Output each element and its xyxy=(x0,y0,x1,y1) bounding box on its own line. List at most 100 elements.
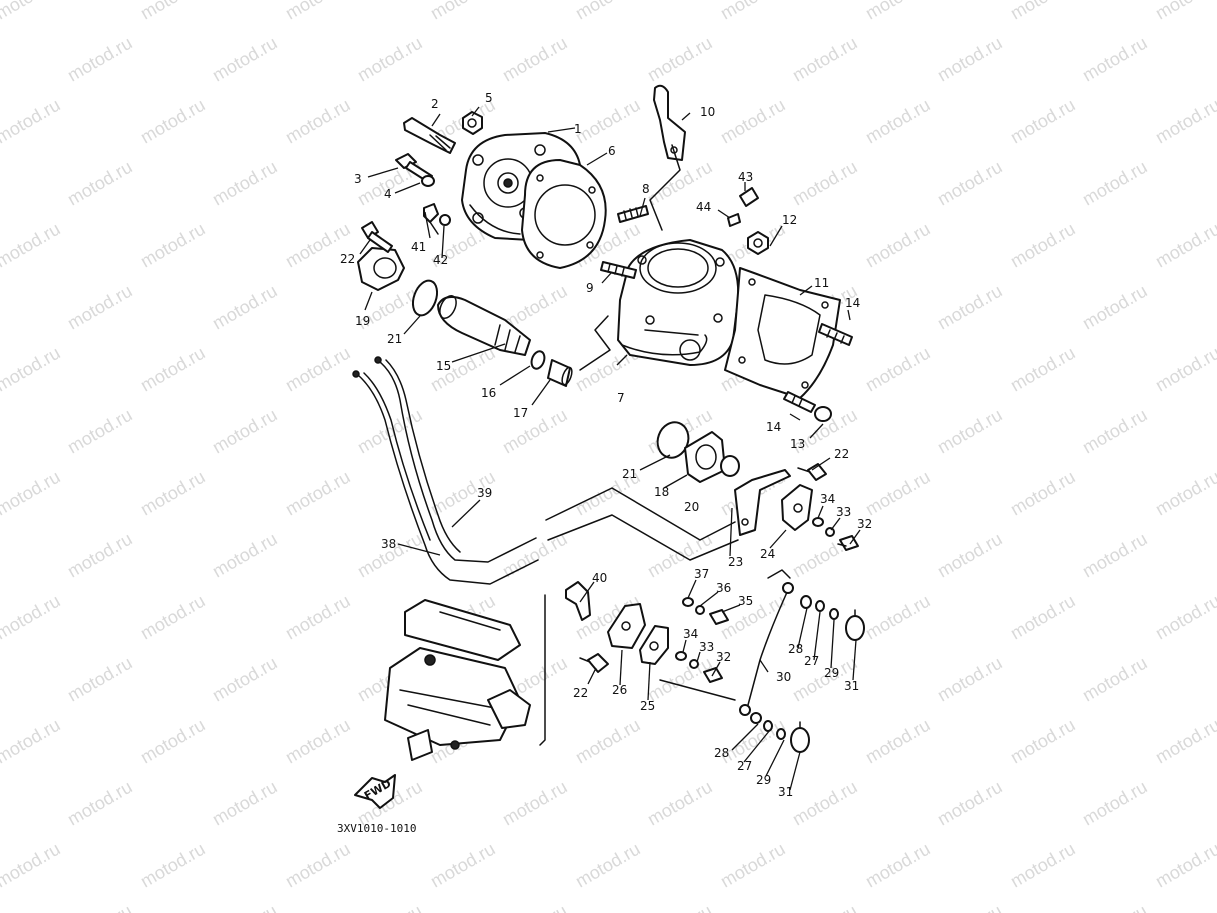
watermark-text: motod.ru xyxy=(789,157,861,210)
washer-4 xyxy=(421,175,435,187)
watermark-text: motod.ru xyxy=(862,591,934,644)
callout-29a: 29 xyxy=(824,666,839,680)
callout-12: 12 xyxy=(782,213,797,227)
bracket-10 xyxy=(653,84,686,161)
watermark-text: motod.ru xyxy=(209,281,281,334)
callout-31b: 31 xyxy=(778,785,793,799)
callout-33b: 33 xyxy=(699,640,714,654)
washer-28-upper xyxy=(800,595,812,609)
watermark-text: motod.ru xyxy=(1079,653,1151,706)
callout-21a: 21 xyxy=(387,332,402,346)
callout-25: 25 xyxy=(640,699,655,713)
watermark-text: motod.ru xyxy=(64,405,136,458)
carburetor xyxy=(384,599,531,761)
watermark-text: motod.ru xyxy=(572,0,644,23)
watermark-text: motod.ru xyxy=(427,839,499,892)
washer-42 xyxy=(439,214,451,226)
watermark-text: motod.ru xyxy=(1079,777,1151,830)
watermark-text: motod.ru xyxy=(137,0,209,23)
washer-37 xyxy=(682,597,694,607)
watermark-text: motod.ru xyxy=(1152,591,1217,644)
watermark-text: motod.ru xyxy=(137,467,209,520)
manifold-19 xyxy=(357,247,405,291)
callout-8: 8 xyxy=(642,182,650,196)
watermark-text: motod.ru xyxy=(1079,33,1151,86)
gasket-20 xyxy=(720,455,740,477)
washer-33-right xyxy=(825,527,835,537)
watermark-text: motod.ru xyxy=(137,715,209,768)
washer-29-upper xyxy=(829,608,839,620)
stud-14-top xyxy=(818,323,853,346)
watermark-text: motod.ru xyxy=(64,653,136,706)
callout-11: 11 xyxy=(814,276,829,290)
watermark-text: motod.ru xyxy=(862,467,934,520)
watermark-text: motod.ru xyxy=(1007,0,1079,23)
callout-29b: 29 xyxy=(756,773,771,787)
watermark-text: motod.ru xyxy=(499,901,571,913)
washer-27-upper xyxy=(815,600,825,612)
flange-18 xyxy=(684,431,726,483)
watermark-text: motod.ru xyxy=(64,901,136,913)
callout-4: 4 xyxy=(384,187,392,201)
callout-30: 30 xyxy=(776,670,791,684)
rod-30 xyxy=(739,582,794,716)
watermark-text: motod.ru xyxy=(1152,95,1217,148)
callout-7: 7 xyxy=(617,391,625,405)
callout-32b: 32 xyxy=(716,650,731,664)
watermark-text: motod.ru xyxy=(1007,95,1079,148)
callout-27a: 27 xyxy=(804,654,819,668)
watermark-text: motod.ru xyxy=(789,901,861,913)
watermark-text: motod.ru xyxy=(1152,467,1217,520)
watermark-text: motod.ru xyxy=(282,715,354,768)
watermark-text: motod.ru xyxy=(354,901,426,913)
callout-15: 15 xyxy=(436,359,451,373)
watermark-text: motod.ru xyxy=(862,219,934,272)
watermark-text: motod.ru xyxy=(354,33,426,86)
bracket-23 xyxy=(734,469,791,536)
callout-43: 43 xyxy=(738,170,753,184)
watermark-text: motod.ru xyxy=(0,95,64,148)
bolt-35 xyxy=(709,609,729,625)
guide-lines xyxy=(539,144,791,746)
head-gasket xyxy=(521,159,607,269)
cap-43 xyxy=(739,187,759,207)
watermark-text: motod.ru xyxy=(572,839,644,892)
watermark-text: motod.ru xyxy=(0,0,64,23)
watermark-text: motod.ru xyxy=(934,653,1006,706)
watermark-text: motod.ru xyxy=(862,715,934,768)
plug-12 xyxy=(747,231,769,255)
stud-9 xyxy=(600,261,637,279)
callout-44: 44 xyxy=(696,200,711,214)
callout-23: 23 xyxy=(728,555,743,569)
cylinder xyxy=(617,239,740,366)
callout-38: 38 xyxy=(381,537,396,551)
ring-16 xyxy=(530,350,546,370)
washer-29-lower xyxy=(776,728,786,740)
watermark-text: motod.ru xyxy=(572,715,644,768)
callout-39: 39 xyxy=(477,486,492,500)
watermark-text: motod.ru xyxy=(64,281,136,334)
ball-joint-31-lower xyxy=(790,721,810,753)
watermark-text: motod.ru xyxy=(1152,839,1217,892)
callout-22a: 22 xyxy=(340,252,355,266)
watermark-text: motod.ru xyxy=(137,219,209,272)
watermark-text: motod.ru xyxy=(209,529,281,582)
watermark-text: motod.ru xyxy=(64,777,136,830)
watermark-text: motod.ru xyxy=(1079,281,1151,334)
washer-34-lower xyxy=(675,651,687,661)
callout-2: 2 xyxy=(431,97,439,111)
callout-14b: 14 xyxy=(766,420,781,434)
callout-33a: 33 xyxy=(836,505,851,519)
watermark-text: motod.ru xyxy=(282,467,354,520)
callout-22b: 22 xyxy=(834,447,849,461)
watermark-text: motod.ru xyxy=(862,839,934,892)
washer-28-lower xyxy=(750,712,762,724)
callout-27b: 27 xyxy=(737,759,752,773)
callout-40: 40 xyxy=(592,571,607,585)
watermark-text: motod.ru xyxy=(1079,901,1151,913)
watermark-text: motod.ru xyxy=(934,405,1006,458)
stud-8 xyxy=(617,205,649,223)
watermark-text: motod.ru xyxy=(1152,0,1217,23)
sensor-41 xyxy=(423,203,439,235)
watermark-text: motod.ru xyxy=(717,839,789,892)
